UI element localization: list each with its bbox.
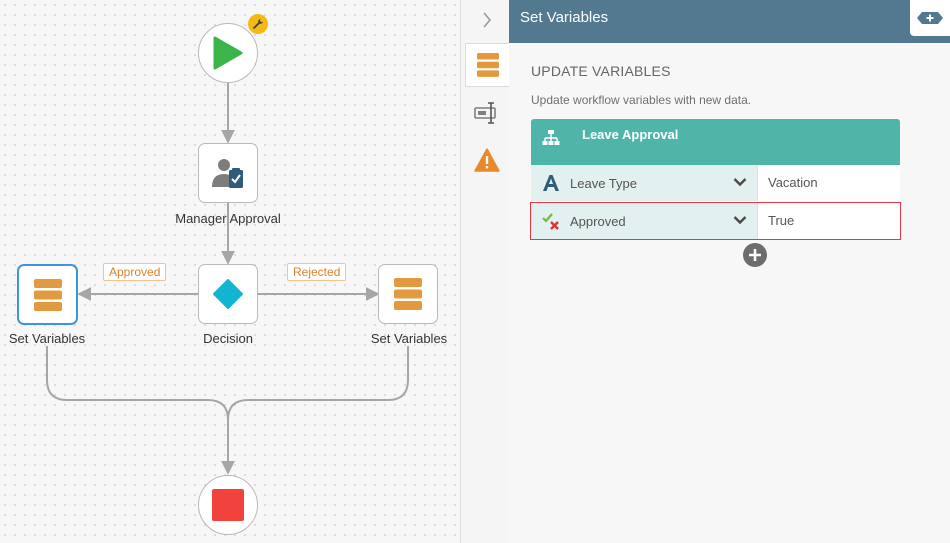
section-description: Update workflow variables with new data. — [531, 93, 752, 107]
card-header: Leave Approval — [531, 119, 900, 165]
user-clipboard-icon — [212, 159, 243, 188]
chevron-down-icon[interactable] — [733, 215, 747, 225]
section-title: UPDATE VARIABLES — [531, 63, 671, 79]
plus-arrow-icon — [917, 12, 943, 24]
play-icon — [213, 36, 243, 70]
chevron-right-icon — [483, 12, 492, 28]
decision-node[interactable] — [198, 264, 258, 324]
connector-right-stop — [227, 346, 409, 421]
variable-name: Leave Type — [570, 176, 637, 191]
connectors — [46, 83, 409, 475]
variable-row-approved: Approved True — [530, 202, 901, 240]
chevron-down-icon[interactable] — [733, 177, 747, 187]
variable-value: Vacation — [768, 175, 818, 190]
rejected-branch-tag[interactable]: Rejected — [287, 263, 347, 281]
manager-approval-label: Manager Approval — [175, 211, 281, 226]
approved-branch-tag[interactable]: Approved — [103, 263, 167, 281]
variable-selector[interactable]: Leave Type — [531, 165, 757, 201]
stop-icon — [212, 489, 244, 521]
stack-icon — [477, 53, 499, 77]
variable-row-leave-type: Leave Type Vacation — [531, 165, 900, 201]
panel-title: Set Variables — [520, 9, 609, 26]
start-node[interactable] — [198, 23, 258, 83]
text-cursor-icon — [474, 102, 496, 124]
set-variables-right-node[interactable] — [378, 264, 438, 324]
connector-left-stop — [46, 346, 229, 421]
side-rail — [461, 0, 510, 543]
warning-icon — [474, 148, 500, 172]
panel-header: Set Variables — [509, 0, 950, 43]
header-action-button[interactable] — [910, 0, 950, 36]
text-type-icon — [541, 173, 561, 193]
set-variables-left-node[interactable] — [17, 264, 78, 325]
collapse-panel-button[interactable] — [465, 0, 509, 40]
stack-icon — [394, 278, 422, 310]
set-variables-left-label: Set Variables — [8, 331, 86, 346]
set-variables-right-label: Set Variables — [370, 331, 448, 346]
variable-value-field[interactable]: Vacation — [757, 165, 900, 201]
workflow-canvas[interactable]: Manager Approval Decision Approved Rejec… — [0, 0, 461, 543]
properties-panel: Set Variables UPDATE VARIABLES Update wo… — [509, 0, 950, 543]
diamond-icon — [213, 279, 243, 309]
manager-approval-node[interactable] — [198, 143, 258, 203]
rail-form-tab[interactable] — [465, 91, 509, 135]
card-title: Leave Approval — [582, 127, 679, 142]
rail-properties-tab[interactable] — [465, 43, 510, 87]
plus-circle-icon — [749, 249, 761, 261]
org-chart-icon — [542, 130, 560, 145]
variables-card: Leave Approval Leave Type Vacation — [530, 119, 901, 240]
wrench-icon[interactable] — [248, 14, 268, 34]
add-variable-button[interactable] — [743, 243, 767, 267]
stack-icon — [33, 278, 62, 311]
variable-value: True — [768, 213, 795, 228]
variable-value-field[interactable]: True — [757, 203, 900, 239]
variable-selector[interactable]: Approved — [531, 203, 757, 239]
rail-warnings-tab[interactable] — [465, 138, 509, 182]
variable-name: Approved — [570, 214, 626, 229]
stop-node[interactable] — [198, 475, 258, 535]
decision-label: Decision — [203, 331, 253, 346]
boolean-icon — [541, 211, 561, 231]
